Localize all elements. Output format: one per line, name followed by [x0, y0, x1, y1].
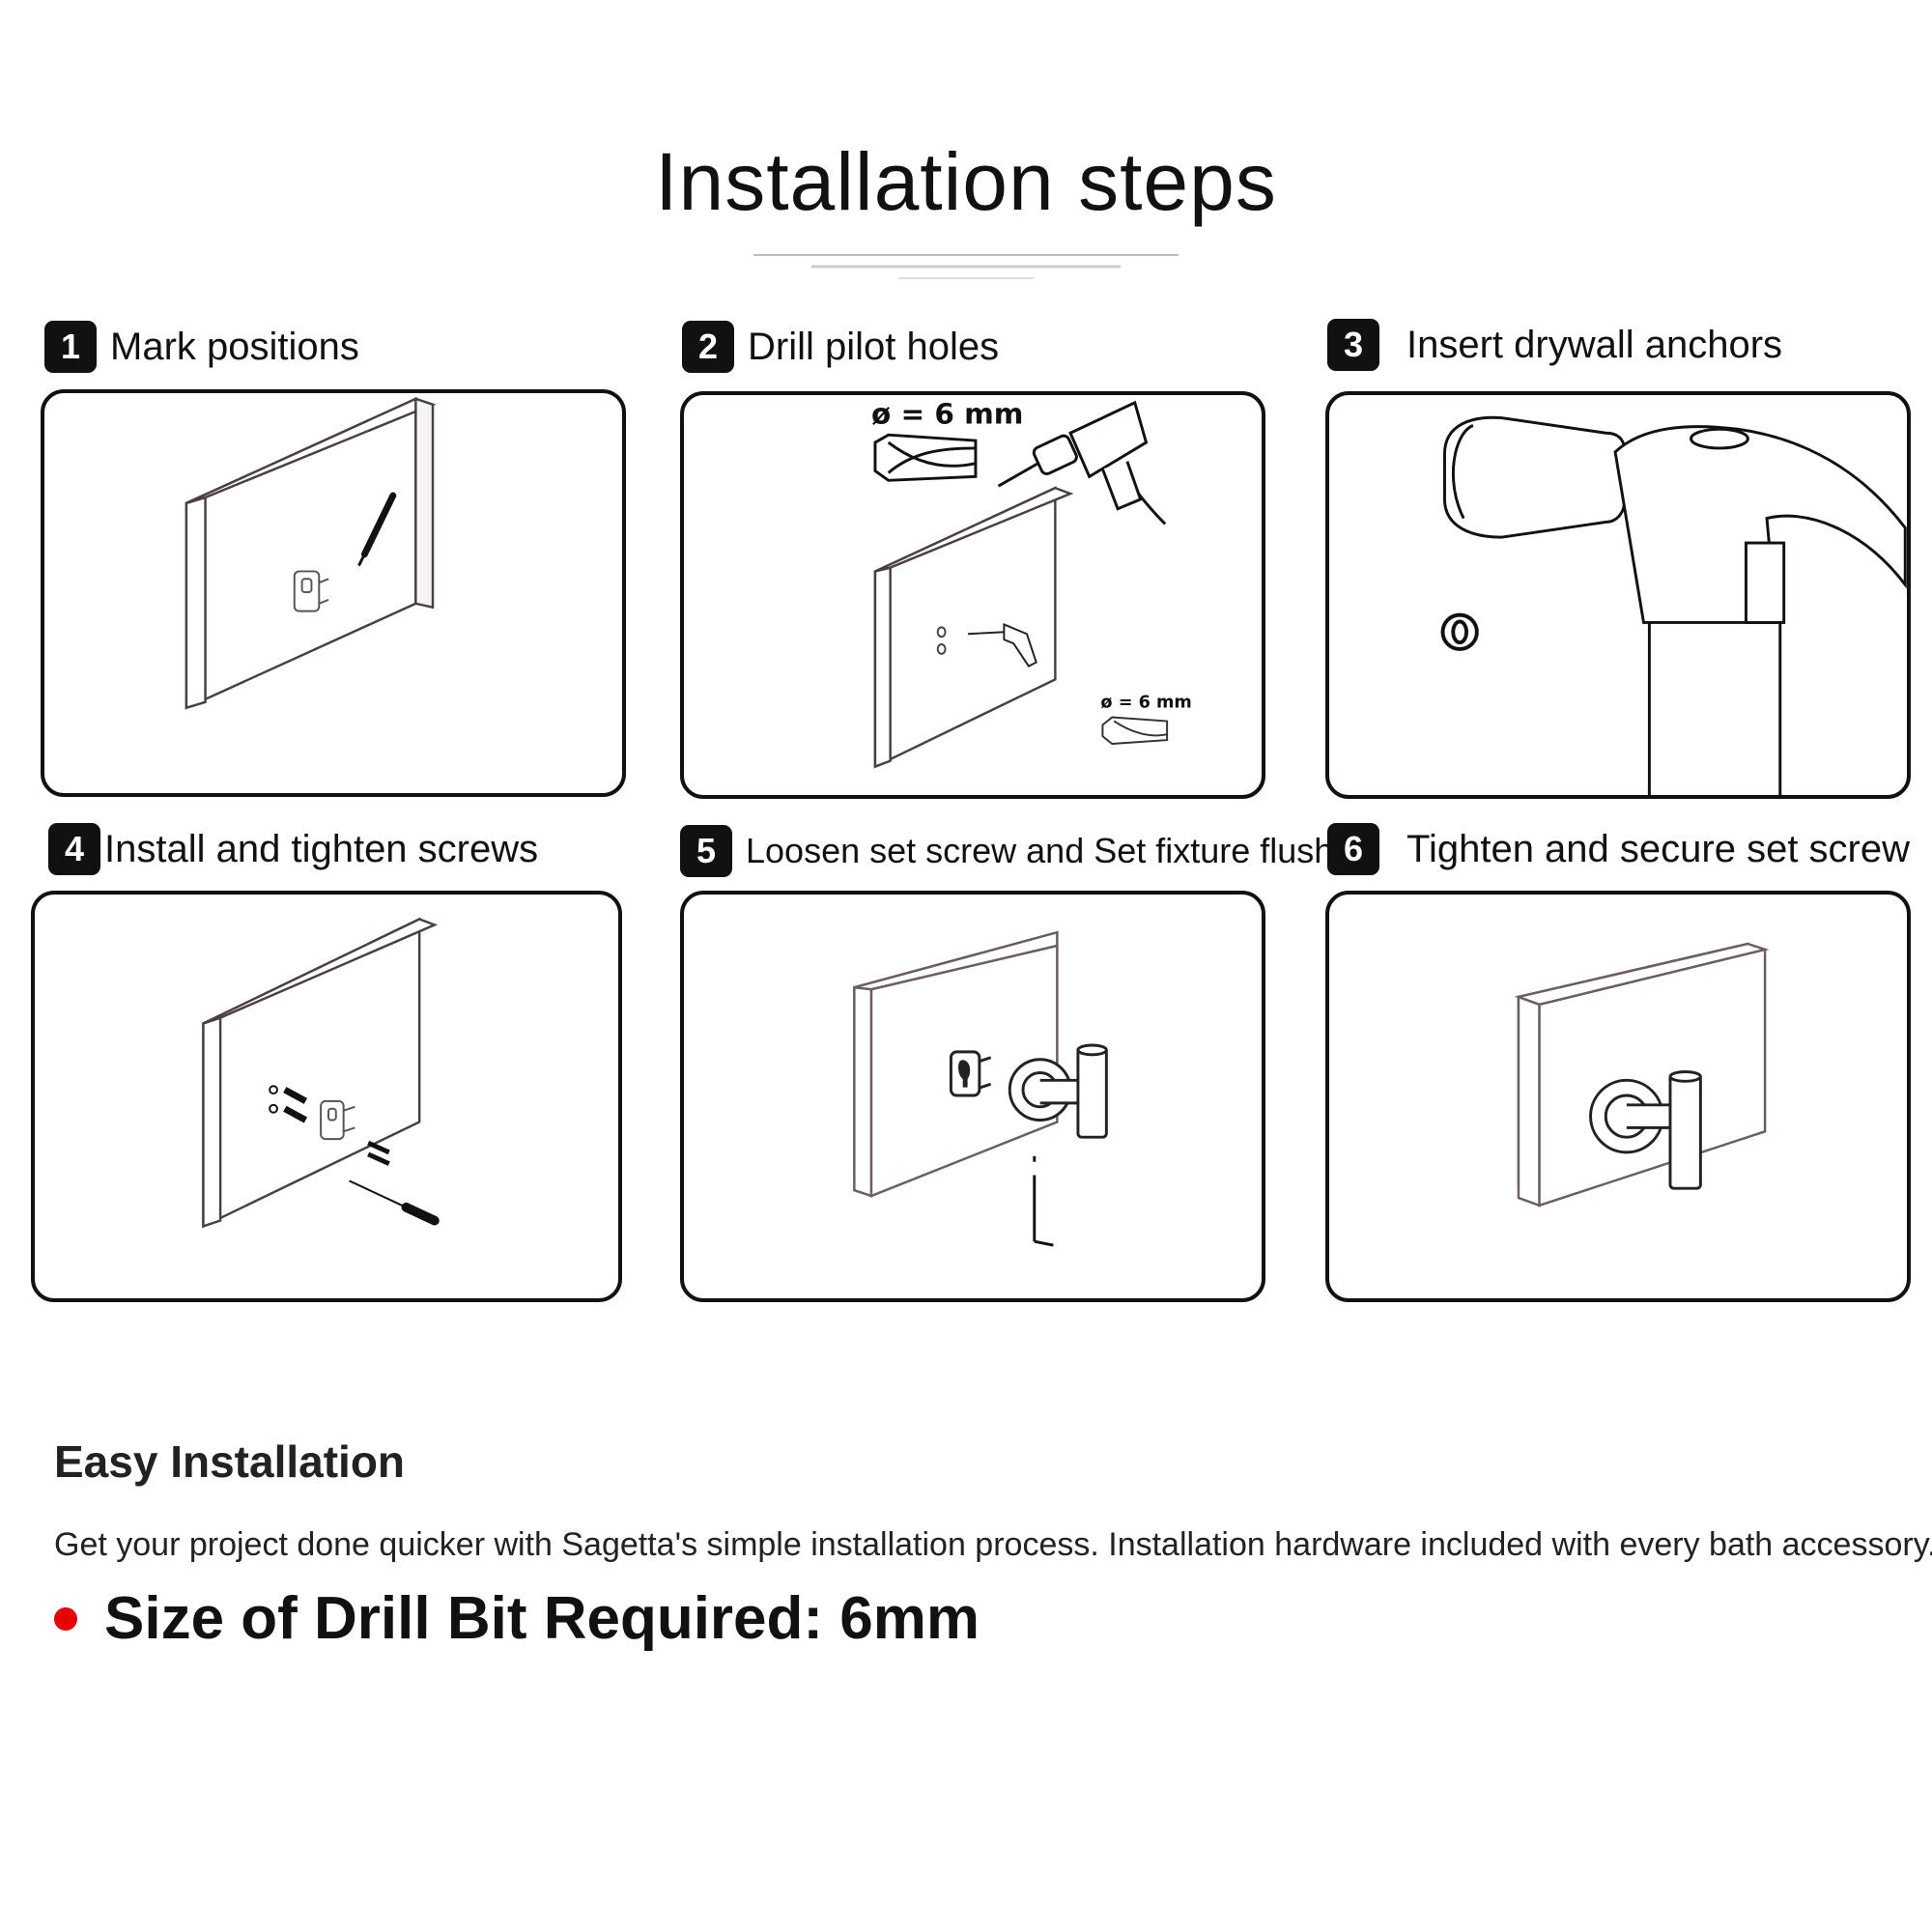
- step-3-illustration: [1440, 415, 1907, 795]
- step-6-number: 6: [1327, 823, 1379, 875]
- step-1-panel: [41, 389, 626, 797]
- step-2-number: 2: [682, 321, 734, 373]
- drill-size-large: ø = 6 mm: [871, 397, 1023, 430]
- mounting-bracket-icon: [949, 1050, 992, 1097]
- step-6-label: 6 Tighten and secure set screw: [1327, 823, 1910, 875]
- step-2-label: 2 Drill pilot holes: [682, 321, 999, 373]
- step-5-illustration: [853, 930, 1108, 1247]
- allen-key-icon: [1033, 1155, 1054, 1247]
- step-5-label: 5 Loosen set screw and Set fixture flush: [680, 825, 1333, 877]
- title-divider: [753, 254, 1179, 279]
- page-title: Installation steps: [655, 136, 1277, 227]
- small-drill-bit-icon: [1101, 716, 1169, 746]
- step-1-number: 1: [44, 321, 97, 373]
- step-1-text: Mark positions: [110, 325, 359, 368]
- step-5-text: Loosen set screw and Set fixture flush: [746, 831, 1334, 870]
- step-3-number: 3: [1327, 319, 1379, 371]
- small-drill-icon: [968, 622, 1037, 668]
- step-4-label: 4 Install and tighten screws: [48, 823, 538, 875]
- step-6-text: Tighten and secure set screw: [1406, 827, 1910, 870]
- step-6-illustration: [1514, 942, 1770, 1208]
- step-4-number: 4: [48, 823, 100, 875]
- pencil-icon: [357, 492, 397, 567]
- drilled-holes-icon: [936, 626, 947, 655]
- step-2-text: Drill pilot holes: [748, 325, 1000, 368]
- drywall-anchor-icon: [1440, 612, 1479, 651]
- step-3-text: Insert drywall anchors: [1406, 323, 1783, 366]
- bullet-text: Size of Drill Bit Required: 6mm: [104, 1585, 980, 1652]
- mounting-bracket-icon: [293, 570, 329, 612]
- step-2-panel: ø = 6 mm ø = 6 mm: [680, 391, 1265, 799]
- step-1-illustration: [185, 396, 437, 710]
- drill-bit-icon: [873, 433, 978, 482]
- step-3-panel: [1325, 391, 1911, 799]
- power-drill-icon: [997, 400, 1167, 526]
- drill-size-bullet: Size of Drill Bit Required: 6mm: [54, 1584, 980, 1653]
- step-4-panel: [31, 891, 622, 1302]
- step-1-label: 1 Mark positions: [44, 321, 359, 373]
- section-heading: Easy Installation: [54, 1436, 406, 1487]
- mounting-bracket-icon: [320, 1099, 355, 1141]
- robe-hook-icon: [1589, 1070, 1702, 1190]
- step-4-text: Install and tighten screws: [104, 827, 539, 870]
- hammer-icon: [1442, 415, 1907, 795]
- step-3-label: 3 Insert drywall anchors: [1327, 319, 1782, 371]
- screw-icons: [269, 1085, 390, 1166]
- section-body: Get your project done quicker with Saget…: [54, 1526, 1932, 1563]
- step-5-number: 5: [680, 825, 732, 877]
- robe-hook-icon: [1008, 1043, 1108, 1139]
- step-4-illustration: [202, 917, 440, 1229]
- step-2-illustration: ø = 6 mm ø = 6 mm: [871, 397, 1192, 769]
- step-5-panel: [680, 891, 1265, 1302]
- drill-size-small: ø = 6 mm: [1100, 694, 1191, 713]
- step-6-panel: [1325, 891, 1911, 1302]
- red-bullet-icon: [54, 1606, 77, 1631]
- screwdriver-icon: [349, 1179, 440, 1226]
